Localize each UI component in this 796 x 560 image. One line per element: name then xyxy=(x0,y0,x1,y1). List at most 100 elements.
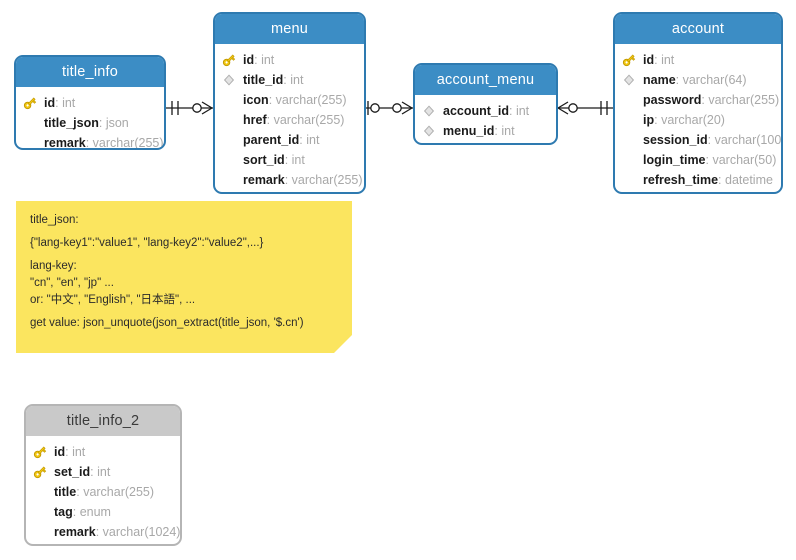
entity-title_info-fields: id: int title_json: json remark: varchar… xyxy=(16,87,164,150)
foreign-key-icon xyxy=(221,72,237,88)
entity-title_info[interactable]: title_info id: int title_json: xyxy=(14,55,166,150)
field-row[interactable]: title: varchar(255) xyxy=(54,485,155,499)
field-row[interactable]: remark: varchar(1024) xyxy=(54,525,181,539)
note-line: "cn", "en", "jp" ... xyxy=(30,277,114,289)
field-type: varchar(255) xyxy=(92,136,164,150)
field-name: title_id xyxy=(243,73,284,87)
field-name: remark xyxy=(44,136,86,150)
note-fold-corner xyxy=(334,335,352,353)
field-name: id xyxy=(44,96,56,110)
field-name: set_id xyxy=(54,465,91,479)
field-name: id xyxy=(243,53,255,67)
field-name: tag xyxy=(54,505,73,519)
field-row[interactable]: menu_id: int xyxy=(415,121,556,141)
field-row[interactable]: ip: varchar(20) xyxy=(643,113,725,127)
field-name: ip xyxy=(643,113,655,127)
note-line: or: "中文", "English", "日本語", ... xyxy=(30,294,196,306)
field-type: int xyxy=(661,53,675,67)
field-name: href xyxy=(243,113,267,127)
field-row[interactable]: icon: varchar(255) xyxy=(243,93,347,107)
field-name: session_id xyxy=(643,133,708,147)
field-row[interactable]: set_id: int xyxy=(26,462,180,482)
field-name: title xyxy=(54,485,77,499)
entity-title_info_2-fields: id: int set_id: int title: v xyxy=(26,436,181,544)
entity-account_menu-header: account_menu xyxy=(415,65,556,95)
primary-key-icon xyxy=(32,464,48,480)
foreign-key-icon xyxy=(421,123,437,139)
field-row[interactable]: title_json: json xyxy=(44,116,129,130)
field-name: refresh_time xyxy=(643,173,719,187)
field-type: varchar(100) xyxy=(714,133,783,147)
field-row[interactable]: id: int xyxy=(615,50,781,70)
relationship-title_info-menu xyxy=(166,101,213,115)
primary-key-icon xyxy=(32,444,48,460)
field-name: login_time xyxy=(643,153,706,167)
field-type: enum xyxy=(79,505,111,519)
field-type: int xyxy=(72,445,86,459)
field-type: varchar(64) xyxy=(682,73,747,87)
field-row[interactable]: login_time: varchar(50) xyxy=(643,153,777,167)
field-type: int xyxy=(306,133,320,147)
field-row[interactable]: sort_id: int xyxy=(243,153,305,167)
field-row[interactable]: session_id: varchar(100) xyxy=(615,130,781,150)
field-type: varchar(50) xyxy=(712,153,777,167)
entity-account-header: account xyxy=(615,14,781,44)
note-line: lang-key: xyxy=(30,260,77,272)
field-type: int xyxy=(261,53,275,67)
relationship-account_menu-account xyxy=(557,101,613,115)
field-name: parent_id xyxy=(243,133,300,147)
field-row[interactable]: parent_id: int xyxy=(243,133,320,147)
field-row[interactable]: tag: enum xyxy=(54,505,111,519)
field-type: int xyxy=(62,96,76,110)
entity-menu[interactable]: menu id: int xyxy=(213,12,366,194)
field-name: title_json xyxy=(44,116,99,130)
field-type: varchar(20) xyxy=(661,113,725,127)
field-row[interactable]: name: varchar(64) xyxy=(615,70,781,90)
field-name: icon xyxy=(243,93,269,107)
field-type: json xyxy=(105,116,129,130)
field-row[interactable]: id: int xyxy=(16,93,164,113)
field-type: int xyxy=(97,465,111,479)
field-row[interactable]: id: int xyxy=(26,442,180,462)
foreign-key-icon xyxy=(421,103,437,119)
note-content: title_json: {"lang-key1":"value1", "lang… xyxy=(16,201,352,340)
foreign-key-icon xyxy=(621,72,637,88)
field-row[interactable]: remark: varchar(255) xyxy=(243,173,363,187)
field-type: int xyxy=(501,124,515,138)
entity-account[interactable]: account id: int xyxy=(613,12,783,194)
field-row[interactable]: password: varchar(255) xyxy=(643,93,780,107)
field-type: varchar(255) xyxy=(708,93,780,107)
field-row[interactable]: refresh_time: datetime xyxy=(643,173,773,187)
entity-title_info_2[interactable]: title_info_2 id: int xyxy=(24,404,182,546)
field-type: varchar(255) xyxy=(83,485,155,499)
field-name: remark xyxy=(54,525,96,539)
note-line: {"lang-key1":"value1", "lang-key2":"valu… xyxy=(30,237,264,249)
field-type: int xyxy=(291,153,305,167)
field-type: int xyxy=(515,104,530,118)
entity-menu-header: menu xyxy=(215,14,364,44)
field-type: datetime xyxy=(725,173,773,187)
primary-key-icon xyxy=(621,52,637,68)
field-name: name xyxy=(643,73,676,87)
field-row[interactable]: title_id: int xyxy=(215,70,364,90)
field-type: int xyxy=(290,73,304,87)
entity-account-fields: id: int name: varchar(64) password: varc… xyxy=(615,44,781,192)
field-type: varchar(255) xyxy=(291,173,363,187)
field-row[interactable]: remark: varchar(255) xyxy=(44,136,164,150)
primary-key-icon xyxy=(221,52,237,68)
field-row[interactable]: account_id: int xyxy=(415,101,556,121)
field-type: varchar(1024) xyxy=(102,525,181,539)
entity-title_info_2-header: title_info_2 xyxy=(26,406,180,436)
note-title_json[interactable]: title_json: {"lang-key1":"value1", "lang… xyxy=(16,201,352,353)
entity-menu-fields: id: int title_id: int icon: varchar(255)… xyxy=(215,44,364,192)
note-line: get value: json_unquote(json_extract(tit… xyxy=(30,317,304,329)
entity-title_info-header: title_info xyxy=(16,57,164,87)
field-name: menu_id xyxy=(443,124,495,138)
field-row[interactable]: id: int xyxy=(215,50,364,70)
field-row[interactable]: href: varchar(255) xyxy=(243,113,345,127)
primary-key-icon xyxy=(22,95,38,111)
entity-account_menu-fields: account_id: int menu_id: int xyxy=(415,95,556,143)
field-type: varchar(255) xyxy=(275,93,347,107)
entity-account_menu[interactable]: account_menu account_id: int menu_id: in… xyxy=(413,63,558,145)
